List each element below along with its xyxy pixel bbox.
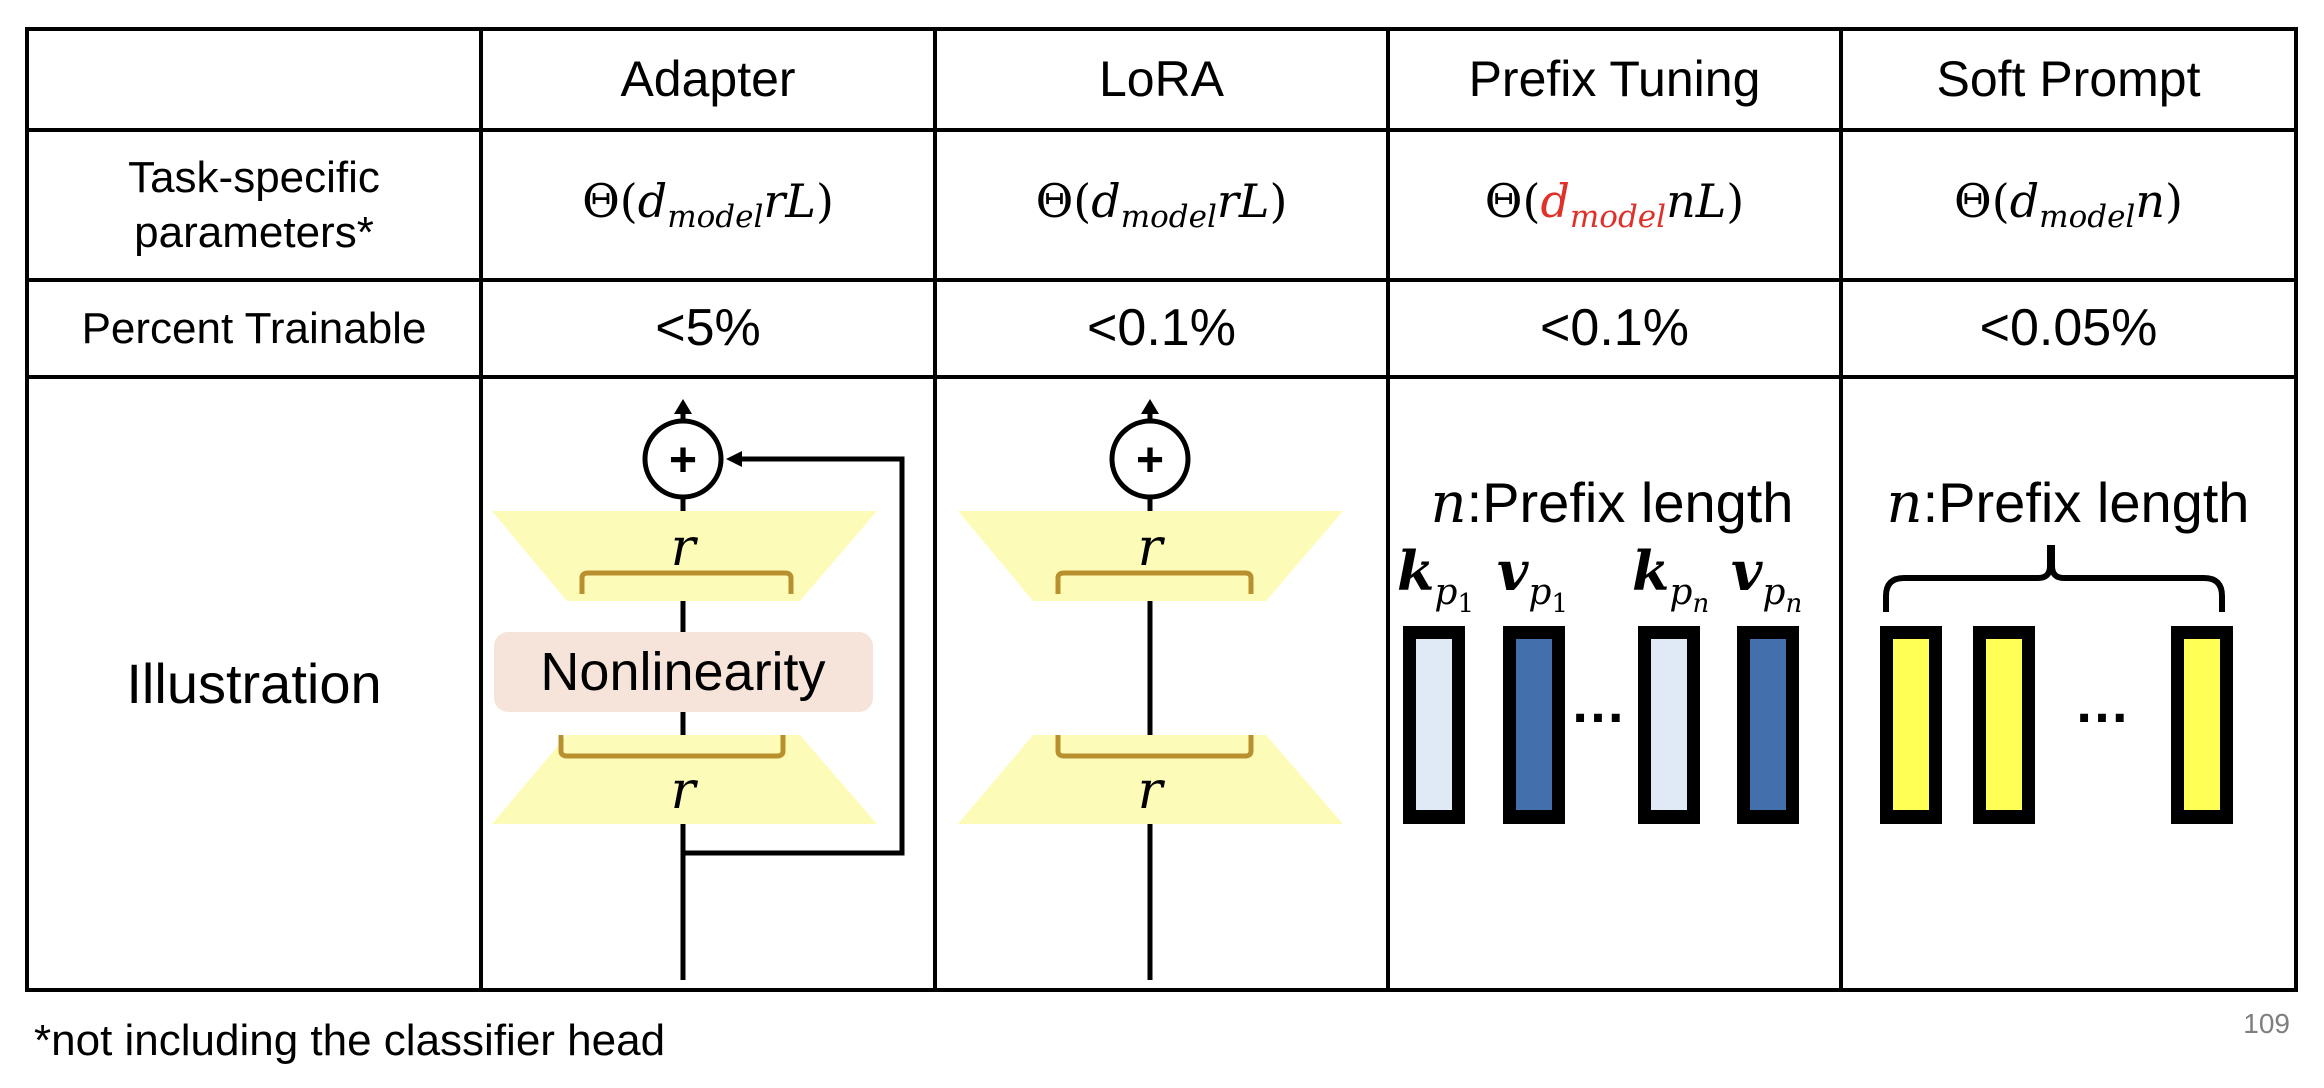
value-vector — [1516, 639, 1552, 810]
row-label-line: Task-specific — [128, 153, 380, 202]
prefix-brace — [1883, 545, 2225, 612]
rank-bracket — [558, 735, 786, 759]
plus-icon: + — [669, 434, 697, 487]
arrow-up-icon — [674, 399, 692, 414]
prompt-vector — [1986, 639, 2022, 810]
table-border — [25, 27, 2298, 992]
adapter-illustration: + r r Nonlinearity — [492, 399, 905, 980]
prefix-length-caption: n:Prefix length — [1887, 471, 2250, 536]
rank-label: r — [1138, 761, 1166, 821]
rank-bracket — [579, 570, 794, 594]
theta-symbol: Θ( — [1035, 174, 1092, 229]
plus-icon: + — [1136, 434, 1164, 487]
row-label-task-specific-params: Task-specific parameters* — [27, 130, 481, 280]
close-paren: ) — [1269, 174, 1288, 229]
theta-symbol: Θ( — [1484, 174, 1541, 229]
value-vector — [1750, 639, 1786, 810]
column-header-adapter: Adapter — [620, 51, 796, 108]
column-header-soft-prompt: Soft Prompt — [1936, 51, 2201, 108]
prefix-length-caption: n:Prefix length — [1431, 471, 1794, 536]
vector-label: vpn — [1731, 539, 1802, 619]
d-model-symbol: d — [1540, 174, 1570, 229]
d-model-symbol: d — [2009, 174, 2040, 229]
down-projection-trapezoid — [958, 511, 1343, 601]
model-subscript: model — [667, 199, 764, 236]
formula-factors: nL — [1666, 174, 1727, 229]
nonlinearity-box — [494, 632, 873, 712]
percent-trainable-adapter: <5% — [655, 299, 761, 357]
close-paren: ) — [2164, 174, 2183, 229]
prefix-length-var: n — [1887, 471, 1923, 536]
nonlinearity-label: Nonlinearity — [540, 642, 825, 702]
add-circle — [1109, 418, 1191, 500]
row-label-percent-trainable: Percent Trainable — [81, 304, 427, 353]
lora-illustration: + r r — [958, 399, 1343, 980]
formula-factors: rL — [763, 174, 816, 229]
vector-label: kpn — [1632, 539, 1709, 619]
d-model-symbol: d — [1091, 174, 1121, 229]
percent-trainable-lora: <0.1% — [1087, 299, 1236, 357]
param-formula-adapter: Θ(dmodelrL) — [481, 130, 935, 280]
row-label-illustration: Illustration — [126, 651, 382, 715]
arrow-left-icon — [726, 451, 742, 467]
prompt-vector — [1893, 639, 1929, 810]
rank-label: r — [1138, 518, 1166, 578]
param-formula-prefix-tuning: Θ(dmodelnL) — [1388, 130, 1841, 280]
param-formula-soft-prompt: Θ(dmodeln) — [1841, 130, 2296, 280]
vector-label: kp1 — [1397, 539, 1474, 619]
arrow-up-icon — [1141, 399, 1159, 414]
rank-bracket — [1055, 570, 1254, 594]
rank-label: r — [671, 761, 699, 821]
down-projection-trapezoid — [492, 511, 877, 601]
formula-factors: rL — [1216, 174, 1270, 229]
ellipsis: … — [2074, 671, 2130, 734]
rank-label: r — [671, 518, 699, 578]
column-header-lora: LoRA — [1098, 51, 1225, 108]
key-vector — [1416, 639, 1452, 810]
d-model-symbol: d — [637, 174, 668, 229]
key-vector — [1651, 639, 1687, 810]
theta-symbol: Θ( — [1954, 174, 2010, 229]
column-header-prefix-tuning: Prefix Tuning — [1468, 51, 1761, 108]
param-formula-lora: Θ(dmodelrL) — [935, 130, 1388, 280]
residual-connection — [683, 456, 905, 856]
prefix-length-var: n — [1431, 471, 1467, 536]
model-subscript: model — [2039, 199, 2136, 236]
ellipsis: … — [1570, 671, 1626, 734]
page-number: 109 — [2243, 1008, 2290, 1039]
formula-factors: n — [2135, 174, 2165, 229]
percent-trainable-soft-prompt: <0.05% — [1979, 299, 2158, 357]
model-subscript: model — [1569, 199, 1667, 236]
prefix-tuning-illustration: n:Prefix length kp1 vp1 kpnvpn … — [1397, 471, 1802, 824]
theta-symbol: Θ( — [582, 174, 638, 229]
close-paren: ) — [815, 174, 834, 229]
prompt-vector — [2184, 639, 2220, 810]
rank-bracket — [1055, 735, 1254, 759]
prefix-length-text: :Prefix length — [1467, 471, 1794, 534]
footnote: *not including the classifier head — [34, 1016, 666, 1065]
percent-trainable-prefix-tuning: <0.1% — [1540, 299, 1689, 357]
close-paren: ) — [1726, 174, 1745, 229]
add-circle — [642, 418, 724, 500]
row-label-line: parameters* — [134, 208, 374, 257]
vector-label: vp1 — [1497, 539, 1568, 619]
prefix-length-text: :Prefix length — [1923, 471, 2250, 534]
model-subscript: model — [1120, 199, 1217, 236]
soft-prompt-illustration: n:Prefix length … — [1880, 471, 2249, 824]
